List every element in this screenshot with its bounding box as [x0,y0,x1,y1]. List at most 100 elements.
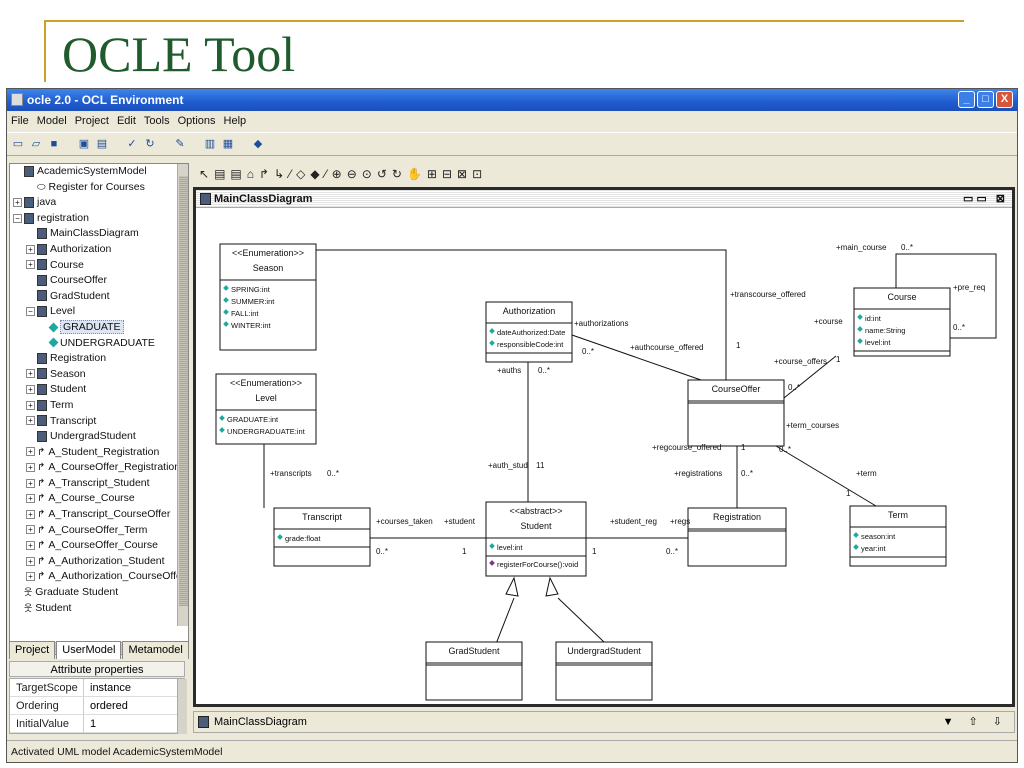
current-diagram-name[interactable]: MainClassDiagram [214,716,307,728]
expand-icon[interactable]: + [26,463,35,472]
new-project-icon[interactable]: ▭ [12,138,24,150]
edit-icon[interactable]: ✎ [175,138,185,150]
expand-icon[interactable]: + [26,447,35,457]
menu-file[interactable]: File [11,115,29,127]
diagram-navigation-controls[interactable]: ▼ ⇧ ⇩ [942,716,1008,728]
note-link-tool-icon[interactable]: ⁄ [324,167,327,181]
expand-icon[interactable]: + [26,416,35,426]
redo-icon[interactable]: ↻ [391,167,402,181]
check-icon[interactable]: ✓ [127,138,137,150]
menu-project[interactable]: Project [74,115,109,127]
tree-item[interactable]: +↱A_CourseOffer_Course [10,538,178,554]
zoom-fit-icon[interactable]: ⊙ [361,167,372,181]
window-titlebar[interactable]: ocle 2.0 - OCL Environment _ □ X [7,89,1017,111]
tree-item[interactable]: MainClassDiagram [10,226,178,242]
tree-item[interactable]: GradStudent [10,289,178,305]
expand-icon[interactable]: + [26,260,35,270]
tree-item[interactable]: +↱A_CourseOffer_Registration [10,460,180,476]
zoom-out-icon[interactable]: ⊖ [346,167,357,181]
collapse-icon[interactable]: − [13,213,22,223]
tree-item[interactable]: +↱A_Transcript_CourseOffer [10,507,178,523]
tree-item[interactable]: UndergradStudent [10,429,178,445]
tree-vertical-scrollbar[interactable] [177,164,188,626]
tree-item[interactable]: −registration [10,211,178,227]
layout-icon[interactable]: ⊞ [426,167,437,181]
distribute-icon[interactable]: ⊡ [472,167,483,181]
property-value[interactable]: 1 [90,718,97,730]
dependency-tool-icon[interactable]: ↳ [274,167,285,181]
table-row[interactable]: TargetScope instance [10,679,184,697]
tree-item[interactable]: +↱A_CourseOffer_Term [10,523,178,539]
tree-item[interactable]: +Transcript [10,414,178,430]
tree-item[interactable]: CourseOffer [10,273,178,289]
tree-item[interactable]: +↱A_Course_Course [10,491,178,507]
menu-options[interactable]: Options [177,115,216,127]
generalization-tool-icon[interactable]: ↱ [259,167,270,181]
tree-item[interactable]: ⬭Register for Courses [10,180,178,196]
eraser-icon[interactable]: ◆ [253,138,263,150]
zoom-in-icon[interactable]: ⊕ [331,167,342,181]
align-icon[interactable]: ⊟ [441,167,453,181]
document-edit-icon[interactable]: ▦ [222,138,234,150]
association-tool-icon[interactable]: ⁄ [289,167,292,181]
expand-icon[interactable]: + [26,478,35,488]
tree-item[interactable]: AcademicSystemModel [10,164,178,180]
collapse-icon[interactable]: − [26,307,35,317]
undo-icon[interactable]: ↺ [376,167,387,181]
save-icon[interactable]: ■ [50,138,58,150]
tree-item[interactable]: −Level [10,304,178,320]
select-pointer-icon[interactable]: ↖ [199,167,210,181]
tree-item[interactable]: +java [10,195,178,211]
aggregation-tool-icon[interactable]: ◇ [296,167,306,181]
maximize-button[interactable]: □ [977,91,994,108]
tab-project[interactable]: Project [9,641,56,659]
minimize-button[interactable]: _ [958,91,975,108]
property-value[interactable]: ordered [90,700,128,712]
expand-icon[interactable]: + [26,572,35,582]
expand-icon[interactable]: + [26,509,35,519]
tree-item[interactable]: +Student [10,382,178,398]
diagram-icon[interactable]: ▤ [96,138,108,150]
tab-usermodel[interactable]: UserModel [56,641,122,659]
model-icon[interactable]: ▣ [78,138,90,150]
property-value[interactable]: instance [90,682,131,694]
expand-icon[interactable]: + [26,400,35,410]
tree-item[interactable]: +↱A_Transcript_Student [10,476,178,492]
document-icon[interactable]: ▥ [204,138,216,150]
package-tool-icon[interactable]: ⌂ [246,167,254,181]
tree-item[interactable]: +Term [10,398,178,414]
expand-icon[interactable]: + [26,494,35,504]
tree-item[interactable]: Registration [10,351,178,367]
expand-icon[interactable]: + [26,385,35,395]
class-diagram-canvas[interactable]: <<Enumeration>>SeasonSPRING:intSUMMER:in… [196,208,1012,704]
expand-icon[interactable]: + [13,197,22,207]
menu-edit[interactable]: Edit [116,115,136,127]
open-project-icon[interactable]: ▱ [31,138,41,150]
attribute-scrollbar[interactable] [177,679,187,734]
tree-item[interactable]: +↱A_Student_Registration [10,445,178,461]
tree-item[interactable]: UNDERGRADUATE [10,336,178,352]
diagram-window-controls[interactable]: ▭▭ ⊠ [962,193,1008,205]
evaluate-icon[interactable]: ↻ [145,138,155,150]
menu-help[interactable]: Help [223,115,247,127]
composition-tool-icon[interactable]: ◆ [310,167,320,181]
expand-icon[interactable]: + [26,244,35,254]
class-tool-icon[interactable]: ▤ [214,167,226,181]
hand-pan-icon[interactable]: ✋ [406,167,422,181]
tree-item[interactable]: +↱A_Authorization_Student [10,554,178,570]
table-row[interactable]: InitialValue 1 [10,715,184,733]
tree-item[interactable]: +Season [10,367,178,383]
tree-item[interactable]: GRADUATE [10,319,178,336]
expand-icon[interactable]: + [26,540,35,550]
diagram-window-titlebar[interactable]: MainClassDiagram ▭▭ ⊠ [196,190,1012,208]
menu-model[interactable]: Model [36,115,67,127]
tab-metamodel[interactable]: Metamodel [122,641,189,659]
table-row[interactable]: Ordering ordered [10,697,184,715]
expand-icon[interactable]: + [26,525,35,535]
grid-icon[interactable]: ⊠ [457,167,468,181]
tree-item[interactable]: +Authorization [10,242,178,258]
tree-item[interactable]: +Course [10,258,178,274]
expand-icon[interactable]: + [26,556,35,566]
